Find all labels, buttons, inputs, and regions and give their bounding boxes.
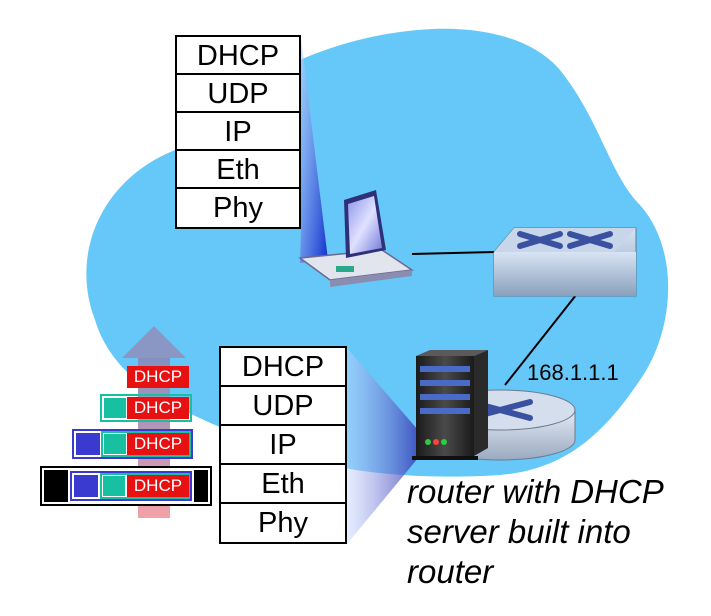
laptop-icon bbox=[297, 190, 415, 287]
udp-header bbox=[104, 434, 126, 454]
layer-ip: IP bbox=[177, 113, 299, 151]
beam-top bbox=[300, 38, 328, 263]
beam-bottom bbox=[347, 348, 418, 544]
server-icon bbox=[412, 350, 488, 460]
udp-frame bbox=[100, 473, 190, 499]
dhcp-segment: DHCP bbox=[127, 433, 189, 455]
eth-header bbox=[44, 470, 68, 502]
dhcp-segment: DHCP bbox=[127, 366, 189, 388]
ip-header bbox=[76, 433, 100, 455]
ip-frame bbox=[72, 429, 193, 459]
router-caption: router with DHCP server built into route… bbox=[407, 472, 707, 592]
layer-phy: Phy bbox=[258, 507, 308, 539]
ip-header bbox=[74, 475, 98, 497]
eth-trailer bbox=[194, 470, 208, 502]
layer-udp: UDP bbox=[221, 387, 345, 426]
layer-ip: IP bbox=[221, 426, 345, 465]
link-laptop-switch bbox=[411, 251, 495, 255]
protocol-stack-server: DHCP UDP IP Eth Phy bbox=[219, 346, 347, 544]
udp-frame bbox=[101, 431, 191, 457]
layer-udp: UDP bbox=[177, 75, 299, 113]
caption-line: server built into bbox=[407, 513, 631, 550]
layer-phy: Phy bbox=[213, 192, 263, 224]
layer-eth: Eth bbox=[221, 465, 345, 504]
udp-header bbox=[103, 476, 125, 496]
layer-dhcp: DHCP bbox=[177, 37, 299, 75]
ip-frame bbox=[70, 471, 192, 501]
switch-icon bbox=[493, 227, 637, 297]
dhcp-segment: DHCP bbox=[127, 475, 189, 497]
caption-line: router with DHCP bbox=[407, 473, 664, 510]
udp-header bbox=[104, 398, 126, 418]
caption-line: router bbox=[407, 553, 494, 590]
router-ip-address: 168.1.1.1 bbox=[527, 360, 619, 385]
dhcp-segment: DHCP bbox=[127, 397, 189, 419]
protocol-stack-client: DHCP UDP IP Eth Phy bbox=[175, 35, 301, 229]
layer-dhcp: DHCP bbox=[221, 348, 345, 387]
udp-frame bbox=[100, 394, 192, 422]
layer-eth: Eth bbox=[177, 151, 299, 189]
link-switch-router bbox=[504, 289, 581, 386]
